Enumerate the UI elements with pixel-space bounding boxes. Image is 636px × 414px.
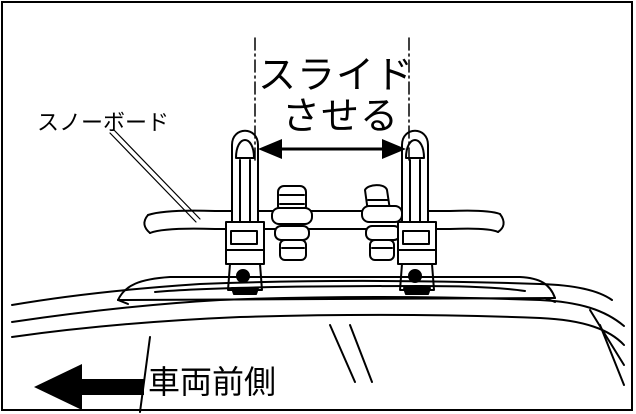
vehicle-front-arrow — [34, 364, 144, 410]
snowboard — [143, 209, 505, 234]
binding-right — [361, 184, 403, 261]
slide-label-line1: スライド — [258, 53, 415, 97]
slide-double-arrow — [258, 139, 406, 159]
slide-label-line2: させる — [282, 94, 400, 138]
vehicle-front-label: 車両前側 — [148, 363, 277, 401]
carrier-right — [397, 129, 437, 295]
snowboard-leader-line — [109, 129, 201, 223]
carrier-left — [225, 129, 265, 295]
roof-rails — [117, 276, 556, 305]
snowboard-label: スノーボード — [37, 111, 170, 136]
car-roof — [11, 280, 625, 413]
binding-left — [271, 185, 313, 261]
